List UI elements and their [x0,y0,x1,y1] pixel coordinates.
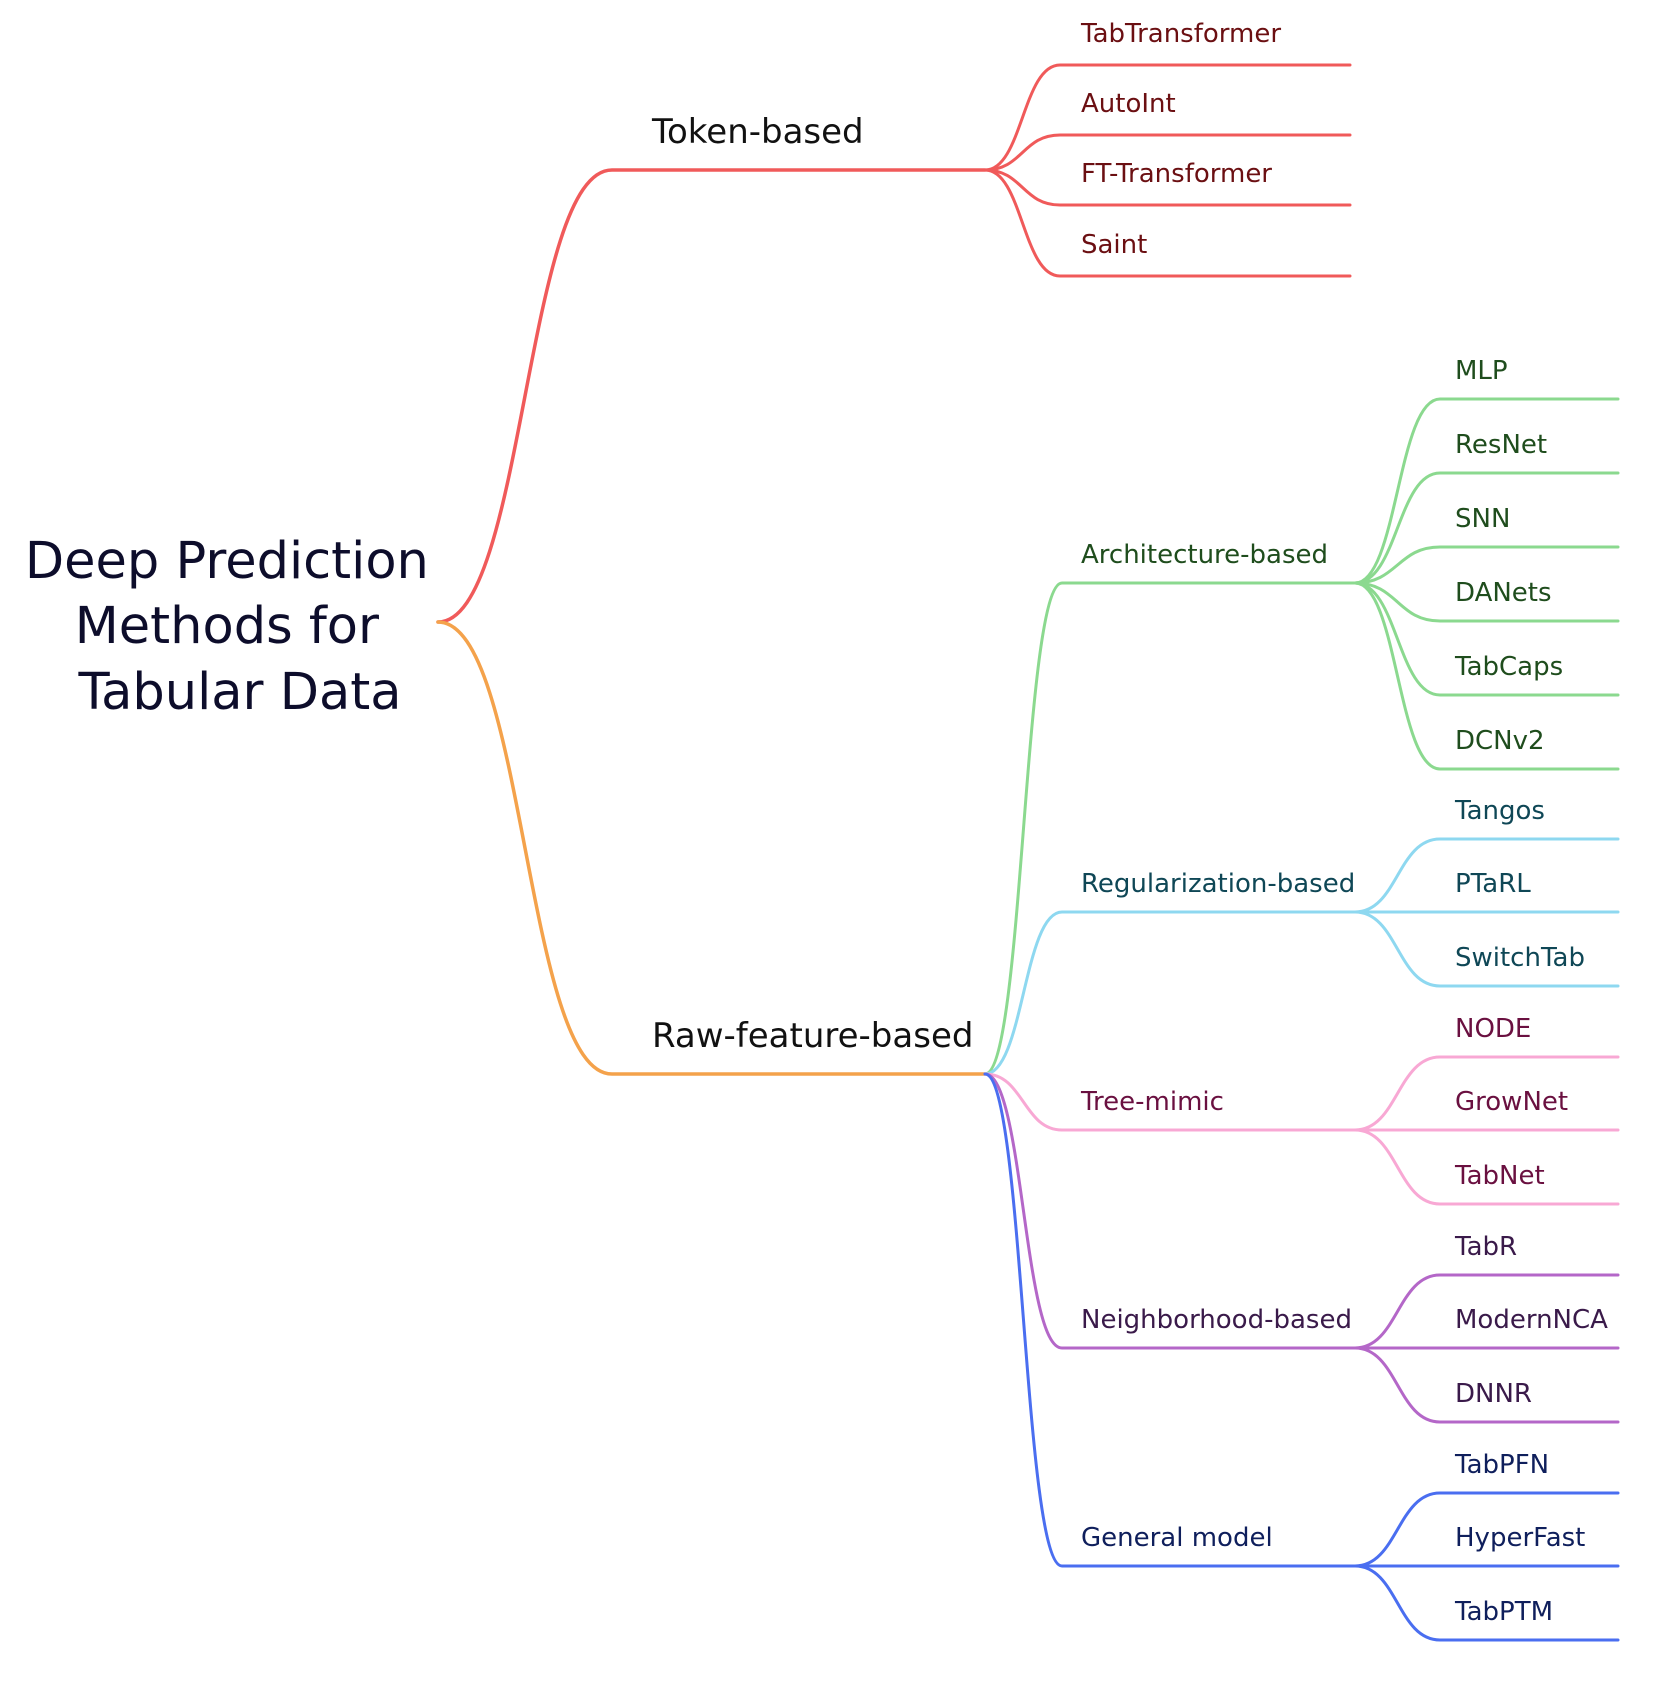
leaf-line-resnet [1353,471,1620,585]
sub-branch-line-architecture-based [983,581,1357,1076]
leaf-line-tabr [1353,1273,1620,1350]
leaf-label-tabpfn: TabPFN [1454,1450,1549,1480]
leaf-label-tabptm: TabPTM [1454,1597,1553,1627]
connector-lines [436,63,1620,1642]
leaf-label-saint: Saint [1081,230,1147,260]
sub-branch-line-neighborhood-based [983,1072,1357,1350]
leaf-label-dnnr: DNNR [1455,1379,1532,1409]
leaf-label-autoint: AutoInt [1081,89,1176,119]
leaf-line-tabptm [1353,1564,1620,1642]
root-title: Deep Prediction Methods for Tabular Data [25,532,445,722]
leaf-label-modernnca: ModernNCA [1455,1305,1608,1335]
branch-line-raw-feature-based [436,620,987,1076]
leaf-line-danets [1353,581,1620,623]
leaf-line-dcnv2 [1353,581,1620,771]
leaf-line-switchtab [1353,910,1620,988]
sub-branch-line-regularization-based [983,910,1357,1076]
sub-branch-line-general-model [983,1072,1357,1568]
leaf-label-ptarl: PTaRL [1455,869,1531,899]
leaf-line-node [1353,1055,1620,1132]
sub-branch-line-tree-mimic [983,1072,1357,1132]
leaf-line-tabnet [1353,1128,1620,1206]
sub-branch-label-tree-mimic: Tree-mimic [1080,1087,1224,1117]
leaf-label-tangos: Tangos [1454,796,1545,826]
leaf-line-ft-transformer [983,168,1352,207]
root-title-line-1: Deep Prediction [25,532,429,591]
leaf-label-dcnv2: DCNv2 [1455,726,1545,756]
leaf-label-grownet: GrowNet [1455,1087,1568,1117]
sub-branch-label-general-model: General model [1081,1523,1273,1553]
leaf-line-tabpfn [1353,1491,1620,1568]
leaf-line-tangos [1353,837,1620,914]
leaf-label-switchtab: SwitchTab [1455,943,1585,973]
leaf-label-tabcaps: TabCaps [1454,652,1563,682]
leaf-label-hyperfast: HyperFast [1455,1523,1585,1553]
leaf-label-mlp: MLP [1455,356,1508,386]
leaf-line-tabtransformer [983,63,1352,172]
branch-line-token-based [436,168,987,624]
sub-branch-label-neighborhood-based: Neighborhood-based [1081,1305,1352,1335]
leaf-line-saint [983,168,1352,278]
leaf-line-snn [1353,545,1620,585]
leaf-line-autoint [983,133,1352,172]
leaf-line-dnnr [1353,1346,1620,1424]
leaf-label-tabtransformer: TabTransformer [1080,19,1281,49]
branch-label-token-based: Token-based [651,112,864,152]
leaf-line-mlp [1353,397,1620,585]
leaf-line-tabcaps [1353,581,1620,697]
leaf-label-danets: DANets [1455,578,1552,608]
sub-branch-label-architecture-based: Architecture-based [1081,540,1328,570]
branch-label-raw-feature-based: Raw-feature-based [652,1016,973,1056]
leaf-label-ft-transformer: FT-Transformer [1081,159,1272,189]
sub-branch-label-regularization-based: Regularization-based [1081,869,1355,899]
leaf-label-node: NODE [1455,1014,1531,1044]
leaf-label-tabr: TabR [1454,1232,1517,1262]
root-title-line-3: Tabular Data [77,663,401,722]
leaf-label-resnet: ResNet [1455,430,1547,460]
leaf-label-tabnet: TabNet [1454,1161,1545,1191]
root-title-line-2: Methods for [75,597,379,656]
leaf-label-snn: SNN [1455,504,1510,534]
